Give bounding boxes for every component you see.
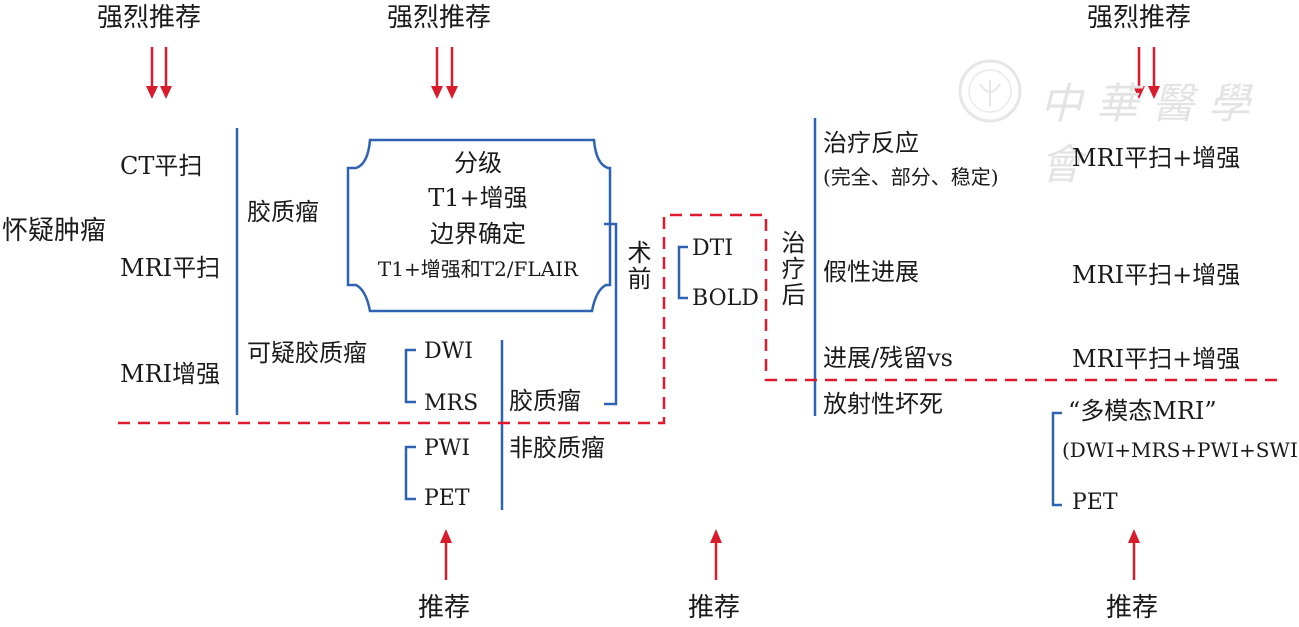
- exam-ct-plain: CT平扫: [120, 152, 203, 180]
- dwi-label: DWI: [424, 339, 473, 364]
- pseudoprogression-label: 假性进展: [823, 258, 919, 286]
- preop-bracket: [604, 222, 618, 406]
- multimodal-pet-label: PET: [1072, 490, 1118, 515]
- strong-recommend-label-right: 强烈推荐: [1087, 3, 1192, 33]
- phase-boundary-dashed-line: [118, 213, 1285, 425]
- recommend-arrow-right: [1128, 529, 1140, 580]
- pwi-label: PWI: [424, 436, 471, 461]
- strong-recommend-arrows-right: [1133, 47, 1160, 99]
- preop-label: 术前: [623, 240, 651, 292]
- mrs-label: MRS: [424, 391, 479, 416]
- strong-recommend-label-middle: 强烈推荐: [387, 3, 492, 33]
- exam-pseudoprogression: MRI平扫+增强: [1072, 261, 1241, 289]
- box-line-t1-t2-flair: T1+增强和T2/FLAIR: [377, 257, 579, 281]
- box-line-boundary: 边界确定: [430, 220, 526, 248]
- strong-recommend-arrows-middle: [431, 47, 458, 99]
- exam-treatment-response: MRI平扫+增强: [1072, 144, 1241, 172]
- pwi-pet-bracket: [404, 445, 416, 501]
- box-line-t1-enhanced: T1+增强: [428, 184, 528, 212]
- exam-mri-plain: MRI平扫: [120, 254, 221, 282]
- exam-mri-enhanced: MRI增强: [120, 360, 221, 388]
- recommend-label-right: 推荐: [1106, 593, 1159, 623]
- strong-recommend-arrows-left: [146, 47, 172, 99]
- treatment-response-label: 治疗反应: [823, 129, 919, 157]
- recommend-label-middle: 推荐: [688, 593, 741, 623]
- pet-label: PET: [424, 486, 470, 511]
- recommend-label-left: 推荐: [418, 593, 471, 623]
- watermark-text: 中華醫學會: [1040, 79, 1265, 189]
- outcome-non-glioma: 非胶质瘤: [509, 434, 605, 462]
- box-line-grading: 分级: [454, 149, 502, 177]
- treatment-response-detail: (完全、部分、稳定): [823, 165, 999, 189]
- progression-residual-label: 进展/残留vs: [823, 344, 953, 372]
- dwi-mrs-bracket: [404, 348, 416, 404]
- dti-label: DTI: [692, 236, 734, 261]
- posttreatment-label: 治疗后: [777, 230, 805, 308]
- recommend-arrow-middle: [710, 529, 722, 580]
- multimodal-mri-label: “多模态MRI”: [1068, 397, 1217, 425]
- exam-progression-residual: MRI平扫+增强: [1072, 345, 1241, 373]
- radiation-necrosis-label: 放射性坏死: [823, 390, 943, 418]
- glioma-grading-box: [346, 138, 612, 313]
- bold-label: BOLD: [692, 286, 759, 311]
- society-seal-icon: [958, 59, 1022, 123]
- multimodal-mri-detail: (DWI+MRS+PWI+SWI): [1062, 438, 1299, 462]
- recommend-arrow-left: [440, 529, 452, 580]
- multimodal-bracket: [1051, 411, 1062, 507]
- outcome-glioma: 胶质瘤: [509, 387, 581, 415]
- strong-recommend-label-left: 强烈推荐: [97, 3, 202, 33]
- glioma-label: 胶质瘤: [247, 198, 319, 226]
- suspected-tumor-label: 怀疑肿瘤: [2, 216, 107, 246]
- dti-bold-bracket: [677, 245, 688, 300]
- suspected-glioma-label: 可疑胶质瘤: [247, 339, 367, 367]
